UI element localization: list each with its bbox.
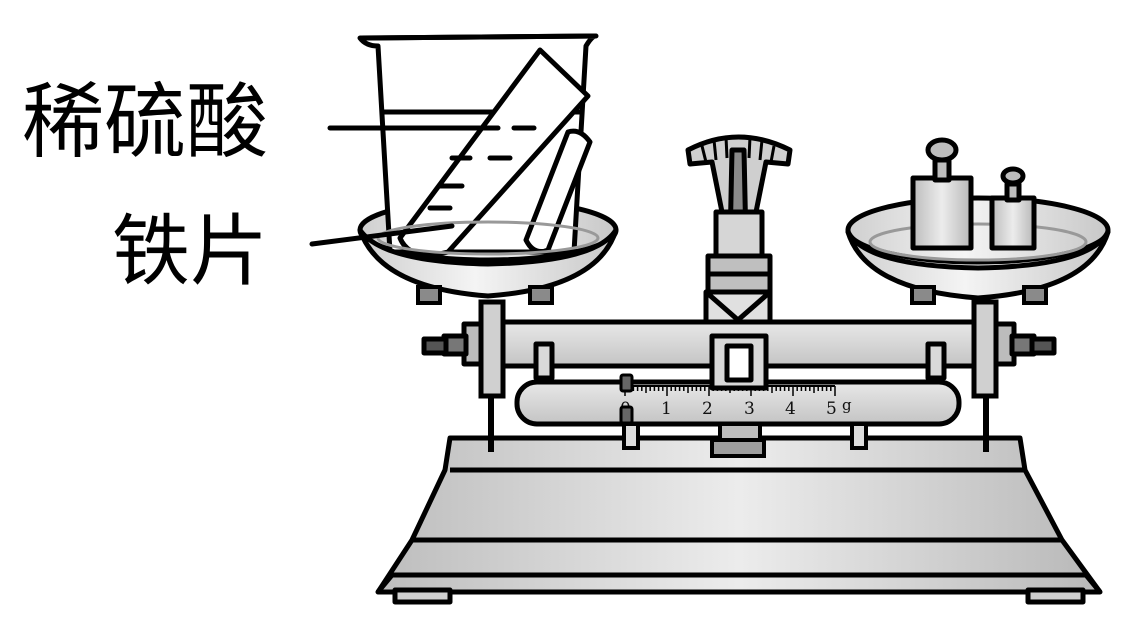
beaker (357, 33, 599, 258)
scale-unit: g (842, 396, 852, 414)
scale-tick-1: 1 (661, 399, 672, 419)
small-weight (989, 166, 1037, 251)
balance-base (375, 435, 1103, 605)
large-weight (910, 137, 974, 251)
scale-tick-4: 4 (785, 399, 796, 419)
pan-supports (478, 299, 999, 452)
rider-scale-bar: 0 1 2 3 4 5 g (514, 373, 962, 450)
right-pan (845, 137, 1111, 305)
scale-tick-2: 2 (702, 399, 713, 419)
iron-leader-line (309, 223, 455, 247)
rider[interactable] (619, 373, 634, 393)
left-pan (357, 33, 619, 305)
leader-lines (309, 125, 481, 247)
scale-tick-3: 3 (744, 399, 755, 419)
label-iron-sheet: 铁片 (112, 207, 268, 297)
scale-tick-5: 5 (826, 399, 837, 419)
center-column (685, 134, 793, 391)
center-foot (710, 422, 766, 458)
label-dilute-sulfuric-acid: 稀硫酸 (22, 75, 268, 170)
